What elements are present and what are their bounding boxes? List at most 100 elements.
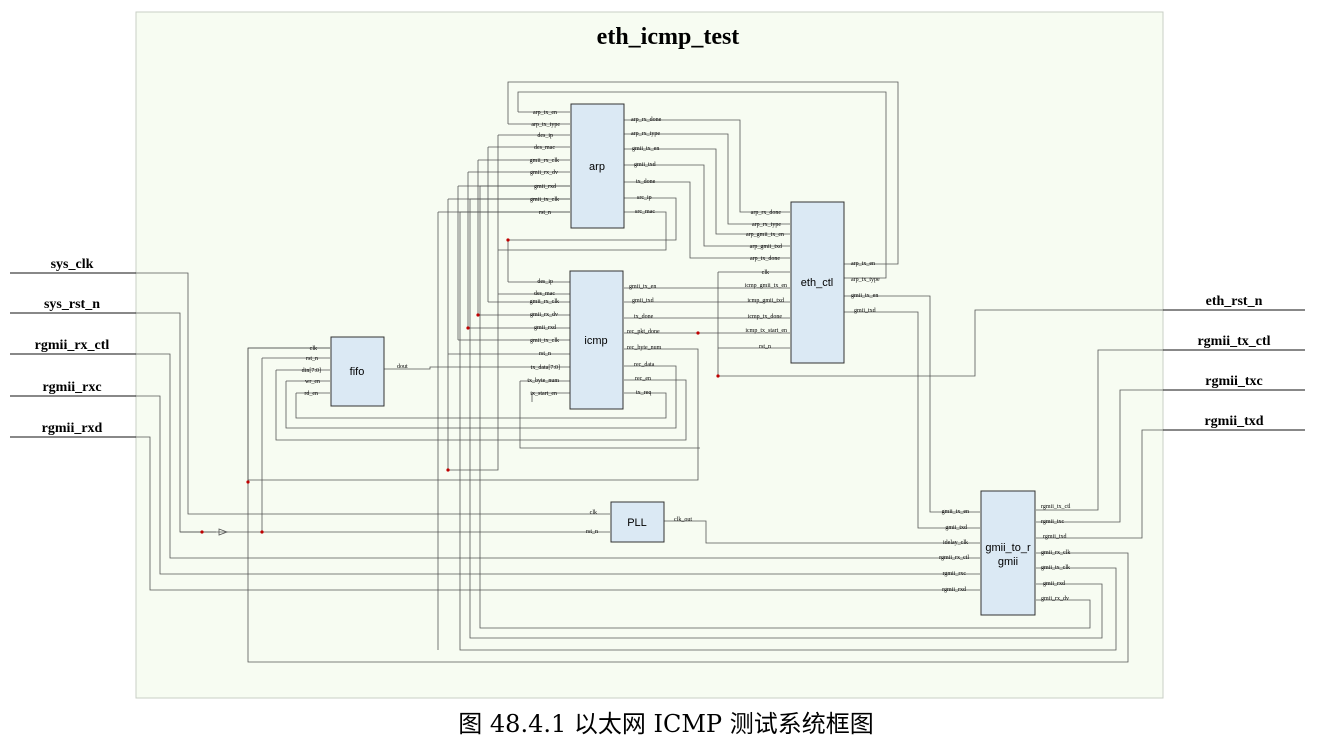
gmii-input-pins: gmii_tx_en gmii_txd idelay_clk rgmii_rx_… (939, 509, 969, 593)
svg-text:wr_en: wr_en (305, 379, 320, 385)
fifo-input-pins: clk rst_n din[7:0] wr_en rd_en (302, 346, 321, 397)
junctions (200, 238, 720, 534)
svg-text:rgmii_tx_ctl: rgmii_tx_ctl (1041, 504, 1071, 510)
svg-text:eth_ctl: eth_ctl (801, 277, 833, 289)
svg-text:gmii_rx_dv: gmii_rx_dv (530, 170, 558, 176)
svg-text:gmii_rx_dv: gmii_rx_dv (1041, 596, 1069, 602)
svg-text:icmp_gmii_tx_en: icmp_gmii_tx_en (745, 283, 787, 289)
svg-text:gmii_rx_clk: gmii_rx_clk (530, 299, 559, 305)
wires (10, 81, 1305, 663)
svg-text:icmp_tx_done: icmp_tx_done (748, 314, 783, 320)
svg-text:tx_done: tx_done (636, 179, 656, 185)
port-sys-rst-n: sys_rst_n (44, 297, 100, 312)
svg-text:PLL: PLL (627, 517, 647, 529)
module-title: eth_icmp_test (597, 24, 740, 50)
svg-text:rst_n: rst_n (759, 344, 771, 350)
port-eth-rst-n: eth_rst_n (1206, 294, 1263, 309)
svg-text:rgmii_txc: rgmii_txc (1041, 519, 1065, 525)
svg-text:gmii_tx_en: gmii_tx_en (632, 146, 659, 152)
icmp-output-pins: gmii_tx_en gmii_txd tx_done rec_pkt_done… (627, 284, 662, 396)
port-rgmii-tx-ctl: rgmii_tx_ctl (1197, 334, 1270, 349)
svg-text:gmii: gmii (998, 556, 1018, 568)
svg-text:gmii_txd: gmii_txd (945, 525, 967, 531)
svg-text:clk_out: clk_out (674, 517, 692, 523)
svg-text:rst_n: rst_n (586, 529, 598, 535)
svg-text:arp_tx_done: arp_tx_done (750, 256, 780, 262)
svg-text:clk: clk (310, 346, 317, 352)
svg-text:arp_tx_type: arp_tx_type (531, 122, 560, 128)
svg-text:gmii_txd: gmii_txd (632, 298, 654, 304)
svg-text:rec_byte_num: rec_byte_num (627, 345, 662, 351)
port-rgmii-rxd: rgmii_rxd (42, 421, 103, 436)
arp-input-pins: arp_tx_en arp_tx_type des_ip des_mac gmi… (530, 110, 561, 216)
port-rgmii-rx-ctl: rgmii_rx_ctl (35, 338, 110, 353)
svg-text:arp_gmii_tx_en: arp_gmii_tx_en (746, 232, 784, 238)
svg-text:gmii_rx_dv: gmii_rx_dv (530, 312, 558, 318)
arp-output-pins: arp_rx_done arp_rx_type gmii_tx_en gmii_… (631, 117, 662, 215)
gmii-to-rgmii-block: gmii_to_r gmii gmii_tx_en gmii_txd idela… (939, 490, 1071, 616)
svg-text:gmii_rx_clk: gmii_rx_clk (1041, 550, 1070, 556)
port-rgmii-rxc: rgmii_rxc (42, 380, 101, 395)
svg-text:arp_gmii_txd: arp_gmii_txd (750, 244, 782, 250)
svg-text:rec_data: rec_data (634, 362, 655, 368)
svg-text:gmii_tx_clk: gmii_tx_clk (530, 338, 559, 344)
svg-text:gmii_txd: gmii_txd (854, 308, 876, 314)
icmp-block: icmp des_ip des_mac gmii_rx_clk gmii_rx_… (527, 270, 662, 410)
eth-ctl-output-pins: arp_tx_en arp_tx_type gmii_tx_en gmii_tx… (851, 261, 880, 314)
svg-text:des_mac: des_mac (534, 145, 555, 151)
svg-text:gmii_tx_clk: gmii_tx_clk (1041, 565, 1070, 571)
svg-text:rgmii_rxd: rgmii_rxd (942, 587, 966, 593)
svg-text:rgmii_rxc: rgmii_rxc (942, 571, 966, 577)
svg-text:rgmii_txd: rgmii_txd (1043, 534, 1067, 540)
eth-ctl-input-pins: arp_rx_done arp_rx_type arp_gmii_tx_en a… (745, 210, 787, 350)
svg-text:des_ip: des_ip (537, 279, 553, 285)
port-sys-clk: sys_clk (51, 257, 94, 272)
svg-text:gmii_rxd: gmii_rxd (534, 184, 556, 190)
pll-block: PLL clk rst_n clk_out (586, 501, 692, 543)
svg-text:arp_tx_en: arp_tx_en (851, 261, 875, 267)
svg-text:src_ip: src_ip (637, 195, 652, 201)
svg-text:icmp_gmii_txd: icmp_gmii_txd (747, 298, 784, 304)
svg-text:tx_byte_num: tx_byte_num (527, 378, 559, 384)
svg-text:gmii_rxd: gmii_rxd (1043, 581, 1065, 587)
svg-text:rec_pkt_done: rec_pkt_done (627, 329, 660, 335)
output-port-labels: eth_rst_n rgmii_tx_ctl rgmii_txc rgmii_t… (1197, 294, 1270, 429)
svg-text:tx_data[7:0]: tx_data[7:0] (531, 365, 560, 371)
svg-text:rgmii_rx_ctl: rgmii_rx_ctl (939, 555, 969, 561)
icmp-input-pins: des_ip des_mac gmii_rx_clk gmii_rx_dv gm… (527, 279, 560, 397)
svg-text:icmp_tx_start_en: icmp_tx_start_en (745, 328, 787, 334)
svg-text:gmii_tx_en: gmii_tx_en (942, 509, 969, 515)
fifo-output-pins: dout (397, 364, 408, 370)
svg-text:arp_tx_en: arp_tx_en (533, 110, 557, 116)
svg-text:gmii_tx_en: gmii_tx_en (629, 284, 656, 290)
port-rgmii-txd: rgmii_txd (1204, 414, 1263, 429)
svg-text:gmii_rx_clk: gmii_rx_clk (530, 158, 559, 164)
port-rgmii-txc: rgmii_txc (1205, 374, 1263, 389)
figure-caption: 图 48.4.1 以太网 ICMP 测试系统框图 (458, 710, 874, 738)
svg-text:des_ip: des_ip (537, 133, 553, 139)
svg-text:arp_rx_done: arp_rx_done (751, 210, 782, 216)
svg-text:clk: clk (762, 270, 769, 276)
svg-text:icmp: icmp (584, 335, 607, 347)
svg-text:tx_done: tx_done (634, 314, 654, 320)
svg-text:gmii_tx_en: gmii_tx_en (851, 293, 878, 299)
svg-text:rst_n: rst_n (539, 210, 551, 216)
svg-text:idelay_clk: idelay_clk (943, 540, 968, 546)
svg-text:fifo: fifo (350, 366, 365, 378)
svg-text:tx_req: tx_req (636, 390, 651, 396)
svg-text:gmii_txd: gmii_txd (634, 162, 656, 168)
svg-text:arp_rx_type: arp_rx_type (752, 222, 781, 228)
svg-text:arp_rx_type: arp_rx_type (631, 131, 660, 137)
svg-text:rd_en: rd_en (304, 391, 318, 397)
svg-text:gmii_tx_clk: gmii_tx_clk (530, 197, 559, 203)
fifo-block: fifo clk rst_n din[7:0] wr_en rd_en dout (302, 336, 408, 407)
input-port-labels: sys_clk sys_rst_n rgmii_rx_ctl rgmii_rxc… (35, 257, 110, 436)
svg-text:gmii_rxd: gmii_rxd (534, 325, 556, 331)
svg-text:clk: clk (590, 510, 597, 516)
svg-text:tx_start_en: tx_start_en (530, 391, 557, 397)
svg-text:arp_tx_type: arp_tx_type (851, 277, 880, 283)
svg-text:din[7:0]: din[7:0] (302, 368, 321, 374)
svg-text:arp_rx_done: arp_rx_done (631, 117, 662, 123)
svg-text:des_mac: des_mac (534, 291, 555, 297)
